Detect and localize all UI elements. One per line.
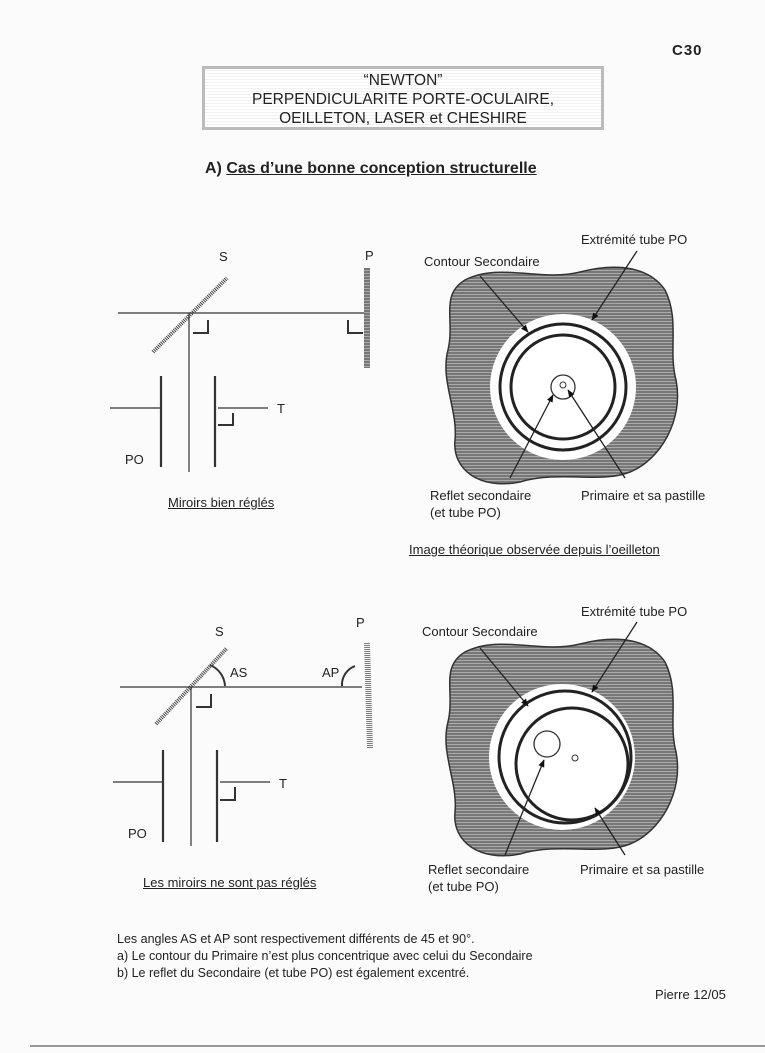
heading-text: Cas d’une bonne conception structurelle — [226, 160, 537, 177]
label-extremite: Extrémité tube PO — [581, 232, 688, 247]
label-extremite: Extrémité tube PO — [581, 604, 688, 619]
section-heading: A) Cas d’une bonne conception structurel… — [205, 160, 537, 178]
label-reflet-2: (et tube PO) — [428, 879, 499, 894]
label-t: T — [277, 401, 285, 416]
caption-view: Image théorique observée depuis l’oeille… — [409, 542, 660, 557]
note-line: a) Le contour du Primaire n’est plus con… — [117, 949, 533, 963]
mirror-diagram-good — [110, 268, 370, 472]
signature: Pierre 12/05 — [655, 987, 726, 1002]
title-box: “NEWTON” PERPENDICULARITE PORTE-OCULAIRE… — [202, 66, 604, 130]
label-reflet: Reflet secondaire — [430, 488, 532, 503]
title-line-3: OEILLETON, LASER et CHESHIRE — [279, 110, 527, 127]
label-contour: Contour Secondaire — [424, 254, 540, 269]
title-line-1: “NEWTON” — [363, 72, 443, 89]
heading-prefix: A) — [205, 160, 222, 177]
label-primaire: Primaire et sa pastille — [580, 862, 705, 877]
page-edge — [30, 1045, 765, 1047]
caption-bad: Les miroirs ne sont pas réglés — [143, 875, 317, 890]
label-ap: AP — [322, 665, 340, 680]
label-s: S — [219, 249, 228, 264]
label-p: P — [356, 615, 365, 630]
title-line-2: PERPENDICULARITE PORTE-OCULAIRE, — [251, 91, 555, 108]
note-line: b) Le reflet du Secondaire (et tube PO) … — [117, 966, 470, 980]
label-po: PO — [128, 826, 147, 841]
label-reflet: Reflet secondaire — [428, 862, 530, 877]
label-contour: Contour Secondaire — [422, 624, 538, 639]
note-line: Les angles AS et AP sont respectivement … — [117, 932, 475, 946]
eyepiece-view-bad — [445, 621, 679, 857]
label-po: PO — [125, 452, 144, 467]
secondary-mirror — [151, 276, 229, 354]
label-p: P — [365, 248, 374, 263]
label-reflet-2: (et tube PO) — [430, 505, 501, 520]
eyepiece-view-good — [445, 250, 679, 485]
caption-good: Miroirs bien réglés — [168, 495, 275, 510]
label-primaire: Primaire et sa pastille — [581, 488, 706, 503]
mirror-diagram-bad — [113, 642, 373, 846]
primary-mirror — [364, 268, 370, 368]
label-as: AS — [230, 665, 248, 680]
label-t: T — [279, 776, 287, 791]
page-reference: C30 — [672, 42, 703, 59]
label-s: S — [215, 624, 224, 639]
